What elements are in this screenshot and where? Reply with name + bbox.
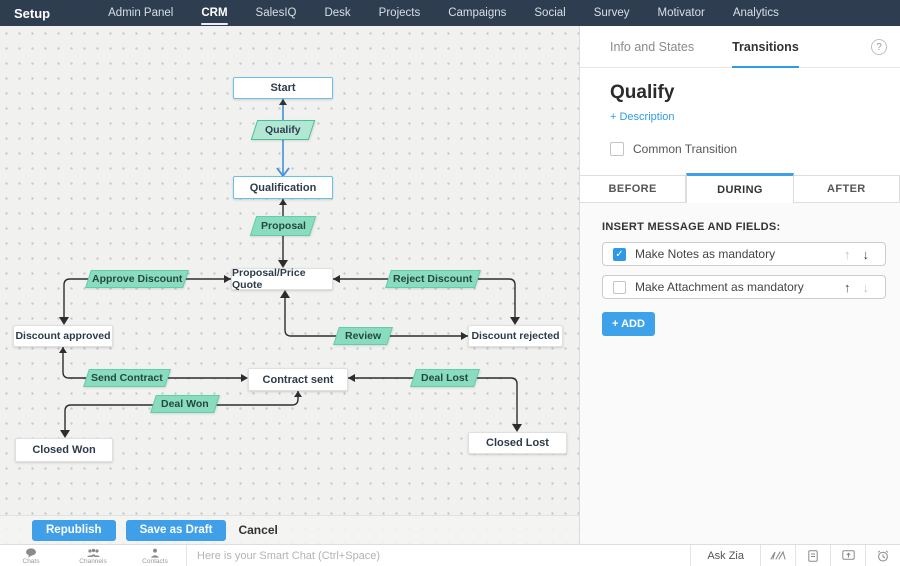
channels-tool[interactable]: Channels (62, 545, 124, 566)
top-navbar: Setup Admin Panel CRM SalesIQ Desk Proje… (0, 0, 900, 26)
ask-zia-button[interactable]: Ask Zia (707, 549, 744, 562)
common-transition-checkbox[interactable] (610, 142, 624, 156)
notes-button[interactable] (796, 545, 830, 566)
blueprint-canvas[interactable]: Qualify Proposal Approve Discount Reject… (0, 26, 580, 544)
transition-approve-discount[interactable]: Approve Discount (85, 270, 189, 288)
common-transition-label: Common Transition (633, 142, 738, 156)
nav-item-admin-panel[interactable]: Admin Panel (108, 7, 174, 19)
zia-icon (770, 550, 786, 560)
divider (830, 545, 831, 566)
cancel-button[interactable]: Cancel (238, 523, 278, 537)
make-notes-checkbox[interactable]: ✓ (613, 247, 626, 261)
transition-detail-panel: Info and States Transitions ? Qualify + … (580, 26, 900, 547)
tab-during[interactable]: DURING (686, 173, 794, 203)
transition-deal-lost[interactable]: Deal Lost (410, 369, 480, 387)
contacts-tool[interactable]: Contacts (124, 545, 186, 566)
transition-qualify[interactable]: Qualify (250, 120, 316, 140)
nav-menu: Admin Panel CRM SalesIQ Desk Projects Ca… (94, 0, 793, 26)
chatbar-right-tools: Ask Zia (690, 545, 900, 566)
help-icon[interactable]: ? (871, 39, 887, 55)
divider (865, 545, 866, 566)
save-as-draft-button[interactable]: Save as Draft (125, 519, 227, 541)
divider (760, 545, 761, 566)
nav-item-motivator[interactable]: Motivator (657, 7, 705, 19)
transition-title: Qualify (610, 82, 675, 103)
move-up-icon[interactable]: ↑ (844, 279, 851, 295)
screen-icon (841, 550, 855, 560)
nav-item-survey[interactable]: Survey (593, 7, 630, 19)
chats-tool[interactable]: Chats (0, 545, 62, 566)
nav-item-salesiq[interactable]: SalesIQ (255, 7, 297, 19)
chat-bubble-icon (25, 547, 36, 558)
during-tab-content: INSERT MESSAGE AND FIELDS: ✓ Make Notes … (580, 203, 900, 547)
transition-deal-won[interactable]: Deal Won (150, 395, 220, 413)
people-group-icon (86, 548, 100, 557)
nav-item-crm[interactable]: CRM (187, 0, 241, 26)
smart-chat-input[interactable]: Here is your Smart Chat (Ctrl+Space) (197, 549, 381, 562)
reminder-button[interactable] (866, 545, 900, 566)
add-description-link[interactable]: + Description (610, 111, 675, 123)
screen-share-button[interactable] (831, 545, 865, 566)
state-start[interactable]: Start (233, 77, 333, 99)
divider (186, 545, 187, 566)
transition-reject-discount[interactable]: Reject Discount (385, 270, 481, 288)
make-attachment-checkbox[interactable] (613, 280, 626, 294)
nav-item-projects[interactable]: Projects (378, 7, 421, 19)
field-row-label: Make Attachment as mandatory (635, 280, 804, 294)
field-row-make-notes[interactable]: ✓ Make Notes as mandatory ↑ ↓ (602, 242, 886, 266)
person-icon (151, 548, 159, 558)
move-up-icon[interactable]: ↑ (844, 246, 851, 262)
transition-send-contract[interactable]: Send Contract (83, 369, 171, 387)
setup-brand: Setup (14, 5, 51, 21)
add-button[interactable]: + ADD (602, 312, 655, 336)
panel-header: Info and States Transitions ? (580, 26, 900, 68)
zia-voice-button[interactable] (761, 545, 795, 566)
state-closed-won[interactable]: Closed Won (15, 438, 113, 462)
nav-item-social[interactable]: Social (534, 7, 566, 19)
republish-button[interactable]: Republish (32, 519, 116, 541)
tab-after[interactable]: AFTER (793, 175, 900, 203)
field-row-make-attachment[interactable]: Make Attachment as mandatory ↑ ↓ (602, 275, 886, 299)
tab-transitions[interactable]: Transitions (732, 26, 799, 68)
state-contract-sent[interactable]: Contract sent (248, 368, 348, 391)
alarm-clock-icon (877, 550, 889, 561)
divider (690, 545, 692, 566)
nav-item-campaigns[interactable]: Campaigns (448, 7, 507, 19)
smart-chat-bar: Chats Channels Contacts Here is your Sma… (0, 544, 900, 566)
common-transition-row: Common Transition (610, 142, 900, 156)
state-proposal-price-quote[interactable]: Proposal/Price Quote (231, 267, 333, 291)
nav-item-analytics[interactable]: Analytics (732, 7, 779, 19)
tab-before[interactable]: BEFORE (580, 175, 687, 203)
state-discount-rejected[interactable]: Discount rejected (468, 325, 563, 347)
tab-info-and-states[interactable]: Info and States (610, 39, 695, 54)
canvas-action-bar: Republish Save as Draft Cancel (0, 515, 579, 544)
nav-item-desk[interactable]: Desk (324, 7, 351, 19)
insert-message-fields-label: INSERT MESSAGE AND FIELDS: (602, 221, 781, 233)
state-closed-lost[interactable]: Closed Lost (468, 432, 567, 454)
field-row-label: Make Notes as mandatory (635, 247, 776, 261)
phase-tabs: BEFORE DURING AFTER (580, 173, 900, 203)
transition-proposal[interactable]: Proposal (249, 216, 317, 236)
state-discount-approved[interactable]: Discount approved (13, 325, 113, 347)
document-icon (808, 549, 818, 562)
divider (795, 545, 796, 566)
transition-review[interactable]: Review (333, 327, 393, 345)
state-qualification[interactable]: Qualification (233, 176, 333, 199)
move-down-icon[interactable]: ↓ (862, 246, 870, 262)
move-down-icon[interactable]: ↓ (862, 279, 870, 295)
connector-lines (59, 99, 522, 438)
